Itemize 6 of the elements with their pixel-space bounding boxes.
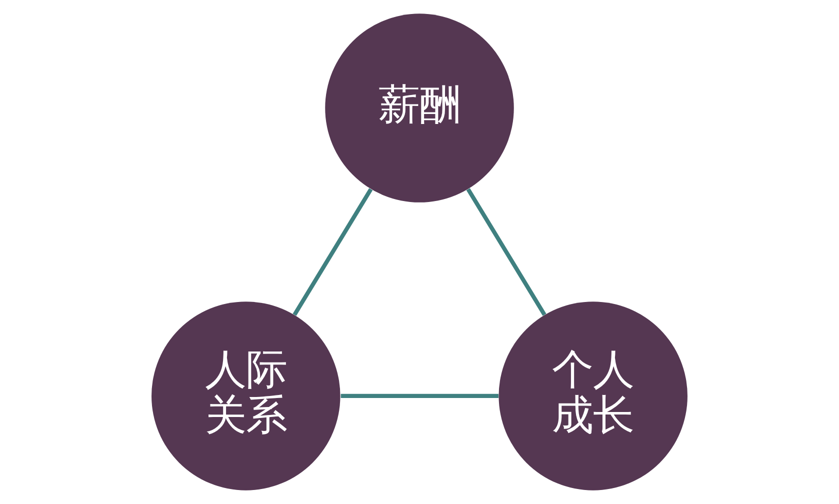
connector	[466, 188, 546, 316]
connector	[292, 188, 373, 316]
connector	[340, 394, 498, 398]
node-circle: 薪酬	[325, 14, 514, 202]
node-circle: 人际关系	[152, 302, 340, 490]
node-circle: 个人成长	[498, 302, 688, 490]
